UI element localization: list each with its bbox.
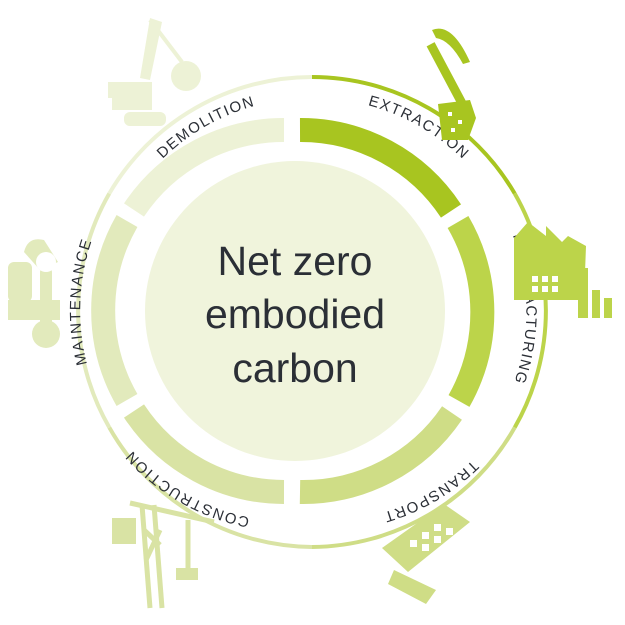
wrench-icon (8, 239, 60, 348)
ship-icon (382, 504, 470, 604)
factory-icon (514, 222, 612, 318)
center-line-1: Net zero (218, 238, 373, 284)
segment-extraction (299, 117, 462, 218)
center-line-3: carbon (232, 345, 357, 391)
segment-manufacturing (447, 215, 495, 407)
segment-demolition (124, 117, 285, 217)
segment-transport (299, 406, 462, 505)
segment-maintenance (91, 215, 138, 406)
center-line-2: embodied (205, 291, 385, 337)
pickaxe-icon (426, 28, 476, 140)
crane-icon (112, 500, 215, 609)
outer-ring-arc-construction (107, 426, 313, 549)
stage-segments (91, 117, 495, 505)
center-title: Net zero embodied carbon (205, 238, 385, 391)
outer-ring-arc-demolition (107, 75, 313, 195)
center-disc (145, 161, 445, 461)
wrecking-ball-icon (108, 18, 201, 126)
outer-ring-arc-extraction (311, 75, 517, 195)
outer-ring-arc-maintenance (76, 192, 112, 429)
segment-construction (123, 404, 285, 504)
